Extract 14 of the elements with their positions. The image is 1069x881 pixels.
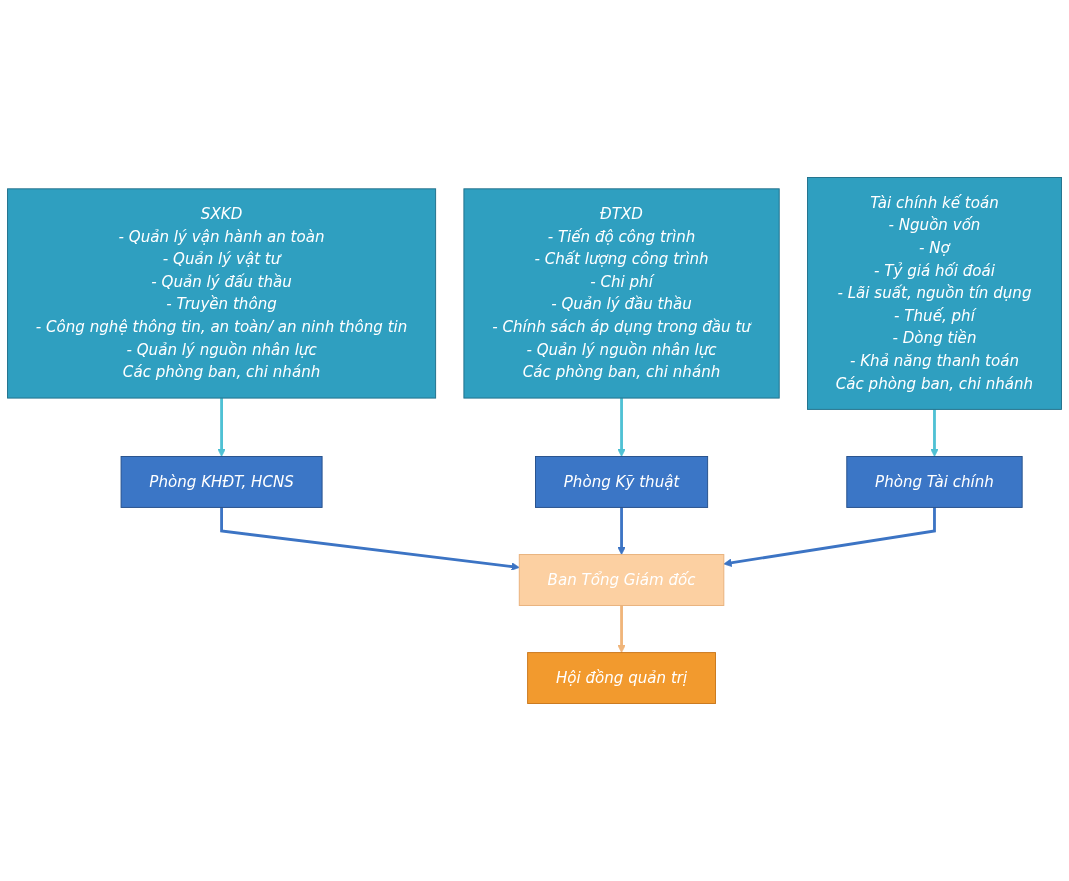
- node-box: Ban Tổng Giám đốc: [518, 554, 725, 606]
- node-box: Phòng Kỹ thuật: [535, 456, 709, 508]
- arrow: [617, 398, 626, 457]
- arrow: [930, 409, 939, 457]
- arrow: [617, 507, 626, 555]
- node-box: SXKD - Quản lý vận hành an toàn - Quản lý vật tư - Quản lý đấu thầu - Truyền thông - Công nghệ thông tin, an toàn/ an ninh thông tin - Quản lý nguồn nhân lực Các phòng ban, chi nhánh: [7, 188, 437, 399]
- node-box: Phòng Tài chính: [846, 456, 1023, 508]
- arrow: [723, 507, 936, 567]
- node-box: Phòng KHĐT, HCNS: [120, 456, 323, 508]
- node-box: Tài chính kế toán - Nguồn vốn - Nợ - Tỷ giá hối đoái - Lãi suất, nguồn tín dụng - Thuế, phí - Dòng tiền - Khả năng thanh toán Các phòng ban, chi nhánh: [807, 177, 1062, 410]
- node-box: Hội đồng quản trị: [527, 652, 716, 704]
- arrow: [217, 398, 226, 457]
- arrow: [220, 507, 520, 571]
- arrow: [617, 605, 626, 653]
